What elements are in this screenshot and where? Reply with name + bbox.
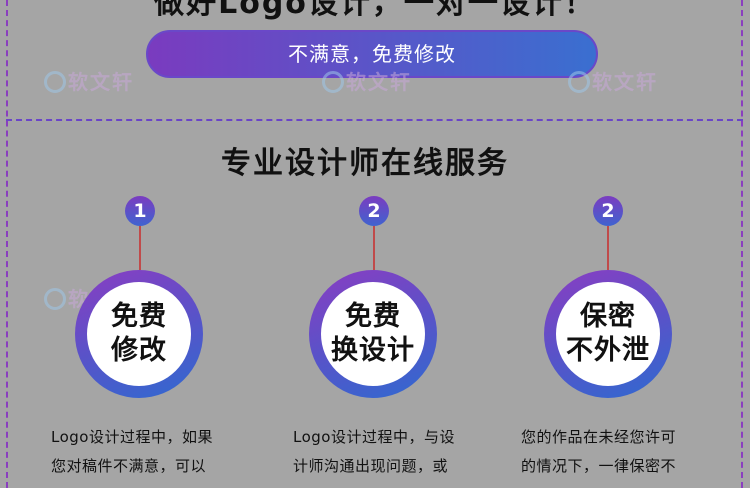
dashed-divider [6, 119, 743, 121]
feature-circle-inner: 免费 修改 [87, 282, 191, 386]
feature-title-line2: 修改 [111, 335, 167, 366]
feature-description: Logo设计过程中，如果 您对稿件不满意，可以 [51, 423, 213, 481]
section-title: 专业设计师在线服务 [221, 146, 509, 181]
feature-title-line2: 换设计 [331, 335, 415, 366]
connector-line [607, 226, 609, 270]
feature-title-line2: 不外泄 [566, 335, 650, 366]
watermark-logo-icon [44, 288, 66, 310]
watermark-logo-icon [568, 71, 590, 93]
watermark: 软文轩 [568, 66, 658, 95]
feature-title-line1: 保密 [580, 301, 636, 332]
dashed-border-left [6, 0, 8, 488]
watermark: 软文轩 [44, 66, 134, 95]
feature-description-line: 您对稿件不满意，可以 [51, 457, 207, 475]
feature-title-line1: 免费 [111, 301, 167, 332]
step-badge: 2 [359, 196, 389, 226]
step-badge: 1 [125, 196, 155, 226]
feature-description-line: Logo设计过程中，与设 [293, 428, 455, 446]
feature-description-line: 计师沟通出现问题，或 [293, 457, 449, 475]
feature-circle-free-redesign: 免费 换设计 [309, 270, 437, 398]
dashed-border-right [741, 0, 743, 488]
feature-circle-inner: 免费 换设计 [321, 282, 425, 386]
step-badge: 2 [593, 196, 623, 226]
feature-circle-free-revision: 免费 修改 [75, 270, 203, 398]
feature-description-line: 您的作品在未经您许可 [521, 428, 677, 446]
free-revision-banner[interactable]: 不满意，免费修改 [146, 30, 598, 78]
watermark-logo-icon [44, 71, 66, 93]
feature-description-line: 的情况下，一律保密不 [521, 457, 677, 475]
feature-circle-confidential: 保密 不外泄 [544, 270, 672, 398]
feature-description: Logo设计过程中，与设 计师沟通出现问题，或 [293, 423, 455, 481]
watermark: 软文轩 [322, 66, 412, 95]
feature-title-line1: 免费 [345, 301, 401, 332]
connector-line [373, 226, 375, 270]
feature-circle-inner: 保密 不外泄 [556, 282, 660, 386]
top-heading: 做好Logo设计，一对一设计！ [154, 0, 596, 21]
watermark-logo-icon [322, 71, 344, 93]
feature-description: 您的作品在未经您许可 的情况下，一律保密不 [521, 423, 676, 481]
feature-description-line: Logo设计过程中，如果 [51, 428, 213, 446]
connector-line [139, 226, 141, 270]
